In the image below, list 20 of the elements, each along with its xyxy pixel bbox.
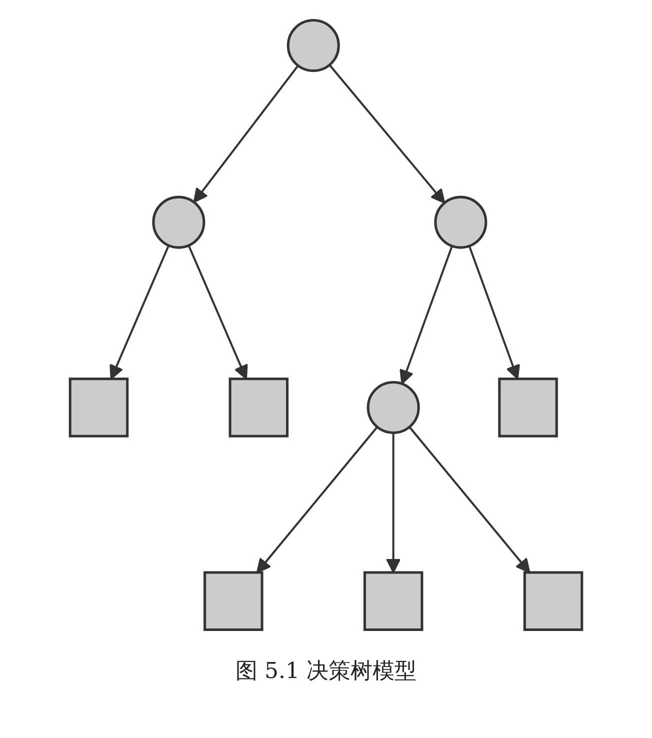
arrow <box>110 245 170 380</box>
arrow <box>468 246 520 380</box>
caption: 图 5.1 决策树模型 <box>236 658 416 686</box>
leaf-node <box>204 571 264 631</box>
leaf-node <box>498 378 558 438</box>
arrow <box>328 64 446 204</box>
leaf-node <box>363 571 424 631</box>
decision-node <box>434 196 488 249</box>
arrow <box>400 246 453 384</box>
leaf-node <box>228 378 289 438</box>
arrow <box>256 426 378 574</box>
leaf-node <box>523 571 584 631</box>
arrow <box>408 426 530 574</box>
arrow <box>193 65 299 203</box>
decision-node <box>152 196 206 249</box>
arrow <box>386 432 401 574</box>
leaf-node <box>68 378 129 438</box>
arrow <box>188 245 248 380</box>
decision-node <box>286 19 340 72</box>
decision-node <box>366 380 420 434</box>
